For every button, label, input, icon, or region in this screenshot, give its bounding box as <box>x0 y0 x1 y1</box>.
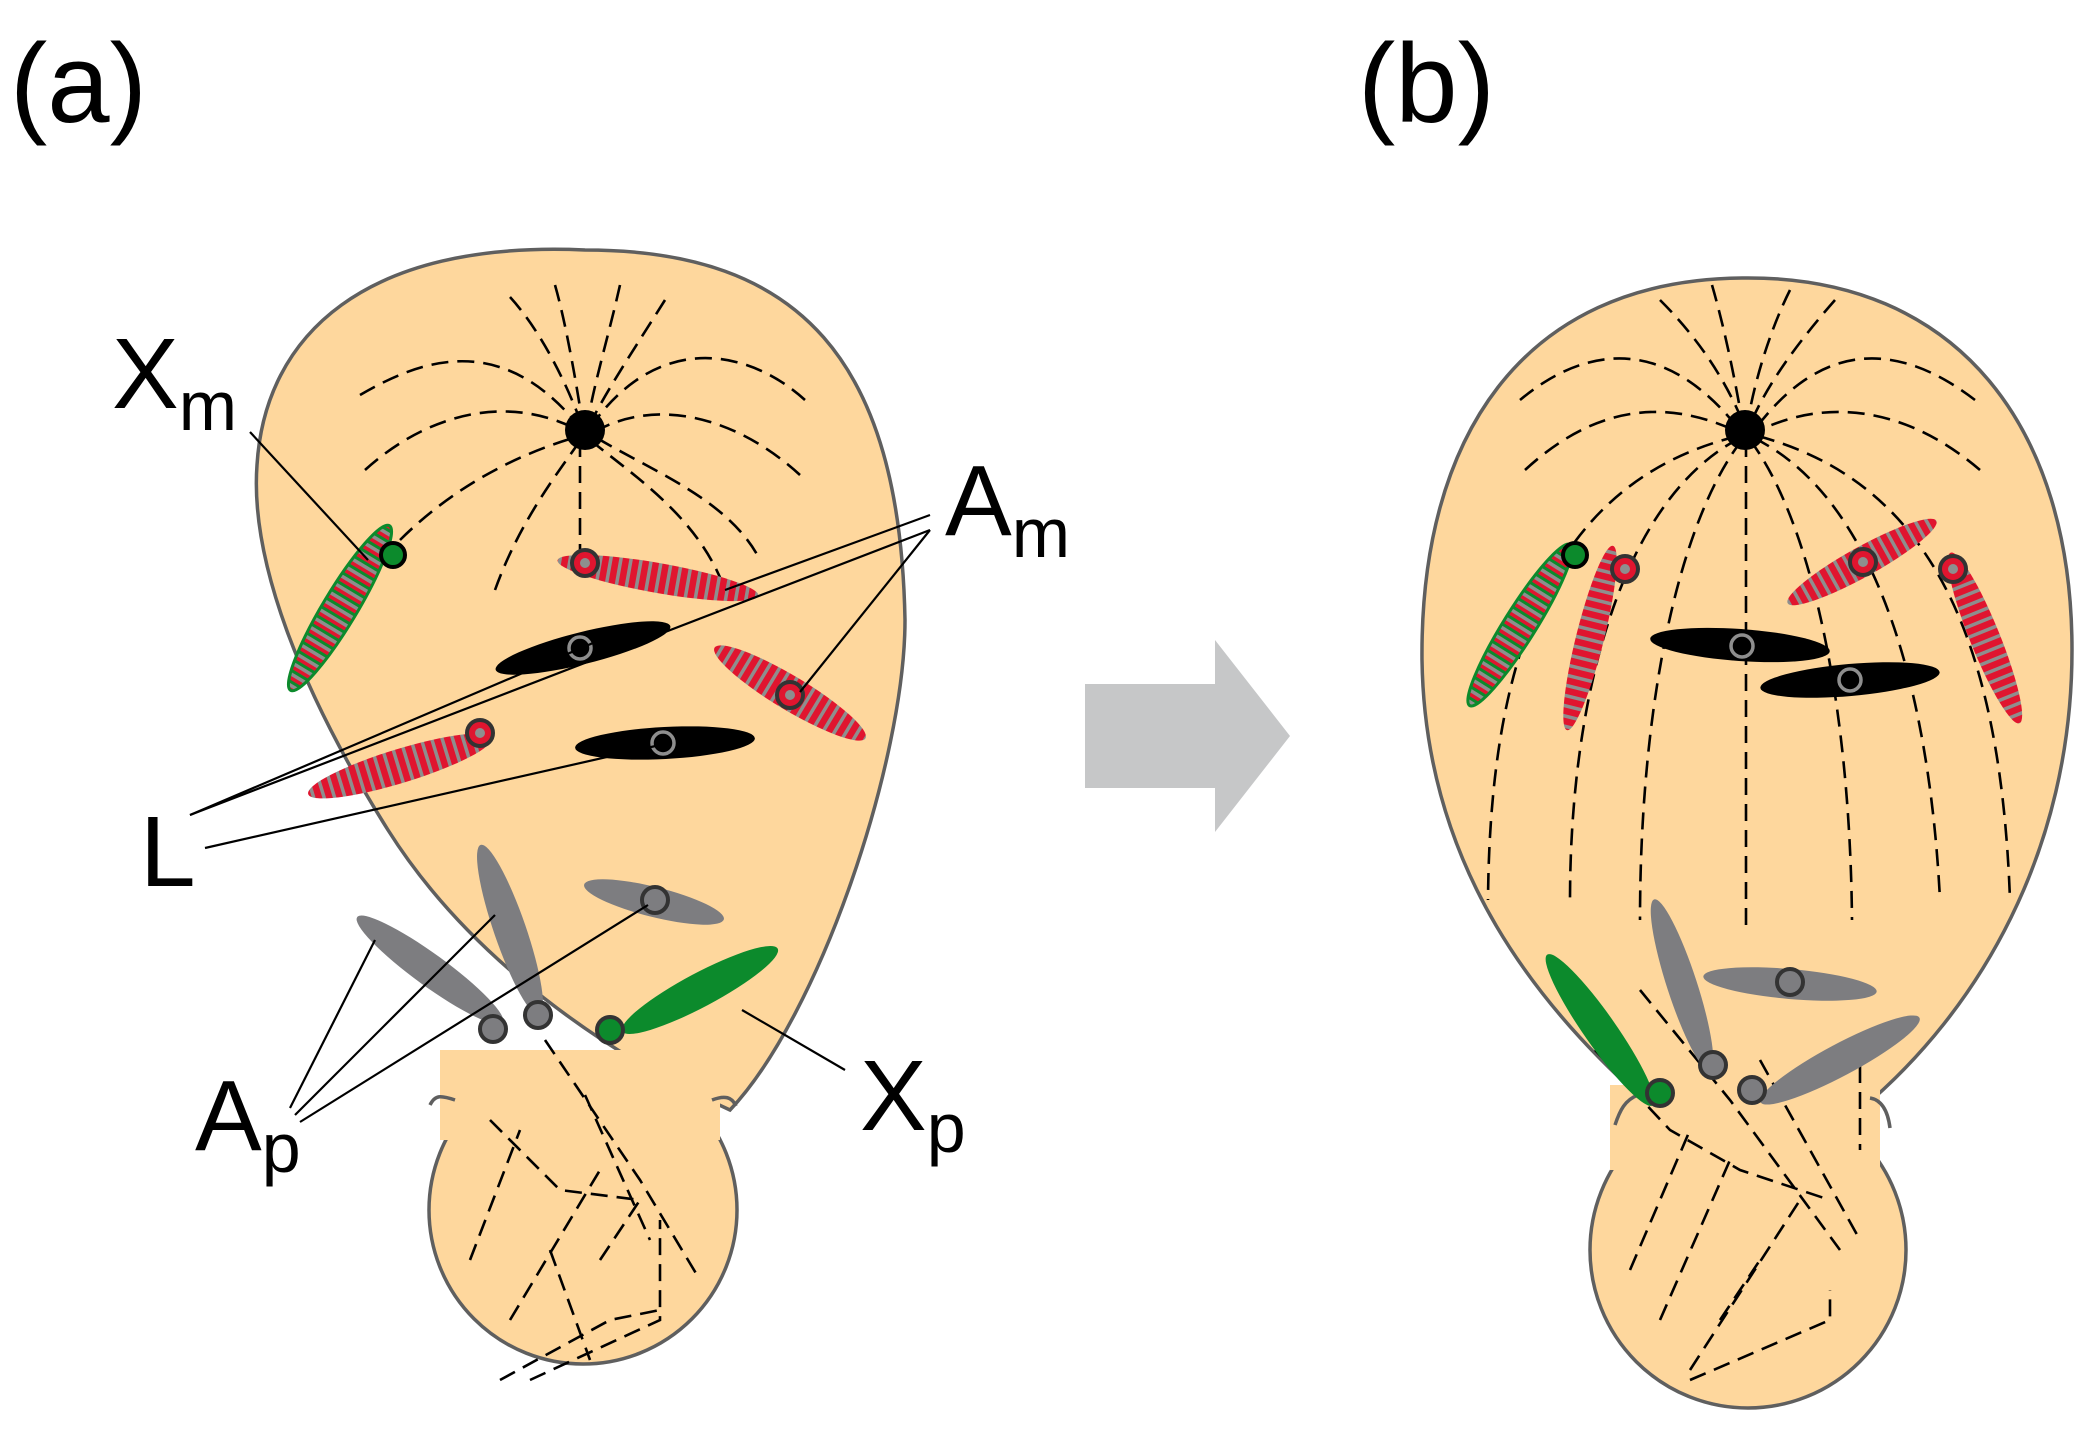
chromosome-xp-b <box>1545 954 1675 1108</box>
chromosome-l-1-b <box>1650 627 1830 663</box>
chromosome-xm-a <box>286 523 407 693</box>
chromosome-xm-b <box>1466 541 1589 708</box>
chromosome-am-1-a <box>557 548 759 602</box>
panel-label-b: (b) <box>1358 21 1495 146</box>
chromosome-am-2-b <box>1787 518 1937 606</box>
cell-b <box>1420 276 2074 1410</box>
chromosome-xp-a <box>595 946 779 1045</box>
chromosome-am-1-b <box>1563 545 1640 731</box>
chromosome-ap-1-b <box>1650 899 1728 1080</box>
leader-lines-a <box>189 431 931 1123</box>
chromosome-ap-1-a <box>356 915 508 1044</box>
chromosome-ap-3-b <box>1737 1015 1920 1105</box>
transition-arrow <box>1085 640 1290 832</box>
spindle-a <box>359 284 806 591</box>
chromosome-ap-3-a <box>584 879 724 925</box>
chromosome-l-2-a <box>575 726 755 760</box>
chromosome-ap-2-a <box>477 844 553 1030</box>
centrosome-a <box>565 410 605 450</box>
label-xm: Xm <box>112 318 237 445</box>
panel-label-a: (a) <box>10 21 147 146</box>
chromosome-am-2-a <box>714 645 866 741</box>
spindle-b <box>1486 284 2012 930</box>
centrosome-b <box>1725 410 1765 450</box>
bud-microtubules-a <box>468 1039 702 1382</box>
chromosome-am-3-a <box>308 718 495 799</box>
label-l: L <box>140 796 196 908</box>
label-am: Am <box>945 445 1070 572</box>
chromosome-am-3-b <box>1938 552 2023 724</box>
label-xp: Xp <box>860 1040 966 1167</box>
cell-a: Xm Am L Ap Xp <box>112 247 1070 1382</box>
cell-b-body <box>1420 276 2074 1112</box>
cell-a-body <box>254 247 907 1113</box>
chromosome-l-2-b <box>1760 662 1940 698</box>
chromosome-ap-2-b <box>1703 967 1877 1001</box>
label-ap: Ap <box>195 1060 301 1187</box>
